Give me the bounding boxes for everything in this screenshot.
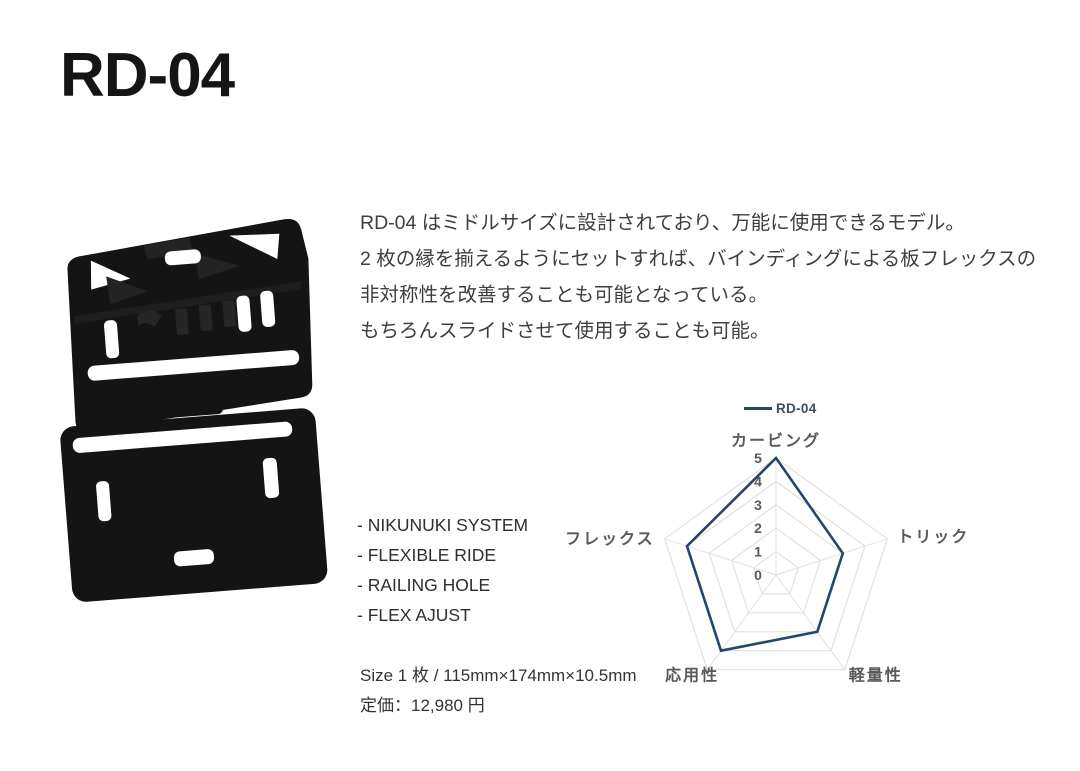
radar-grid-ring [663,457,889,671]
top-plate [67,218,313,432]
radar-tick-label: 3 [754,497,762,513]
top-plate-center-slot [164,249,201,266]
radar-category-label: カービング [731,431,821,450]
description-line: 2 枚の縁を揃えるようにセットすれば、バインディングによる板フレックスの [360,248,1037,270]
radar-spoke [775,574,846,670]
price-label: 定価：12,980 円 [360,696,485,715]
radar-category-label: 応用性 [665,666,719,685]
description-line: 非対称性を改善することも可能となっている。 [360,284,768,306]
product-description: RD-04 はミドルサイズに設計されており、万能に使用できるモデル。 2 枚の縁を… [360,209,1037,353]
bottom-plate [60,408,328,602]
legend-label: RD-04 [776,401,817,416]
radar-tick-label: 0 [754,567,762,583]
size-label: Size 1 枚 / 115mm×174mm×10.5mm [360,666,637,685]
spec-block: Size 1 枚 / 115mm×174mm×10.5mm 定価：12,980 … [360,664,637,724]
bottom-plate-rail-slot [72,421,293,453]
embossed-logo [137,300,237,335]
product-image [60,218,328,602]
description-line: もちろんスライドさせて使用することも可能。 [360,320,770,342]
radar-grid-ring [686,480,866,652]
radar-category-label: 軽量性 [849,666,903,685]
radar-grid-ring [752,550,800,595]
radar-tick-label: 4 [754,473,762,489]
radar-grid-ring [708,504,844,633]
feature-list: - NIKUNUKI SYSTEM - FLEXIBLE RIDE - RAILIN… [357,513,528,633]
legend-line-icon [744,407,772,410]
radar-grid-ring [730,527,822,614]
page-title: RD-04 [60,41,235,110]
radar-tick-label: 2 [754,520,762,536]
top-plate-rail-slot [87,350,300,381]
radar-category-label: フレックス [565,530,655,548]
radar-spoke [664,538,777,576]
radar-data-polygon [685,455,845,653]
description-line: RD-04 はミドルサイズに設計されており、万能に使用できるモデル。 [360,212,965,234]
feature-item: - RAILING HOLE [357,575,491,595]
radar-spoke [775,538,888,576]
feature-item: - FLEXIBLE RIDE [357,545,497,565]
radar-tick-label: 1 [754,544,762,560]
feature-item: - NIKUNUKI SYSTEM [357,515,529,535]
connector-tab [160,394,223,419]
radar-tick-label: 5 [754,450,762,466]
chart-legend: RD-04 [744,401,817,416]
radar-category-label: トリック [897,528,969,546]
feature-item: - FLEX AJUST [357,605,471,625]
radar-spoke [706,574,777,670]
